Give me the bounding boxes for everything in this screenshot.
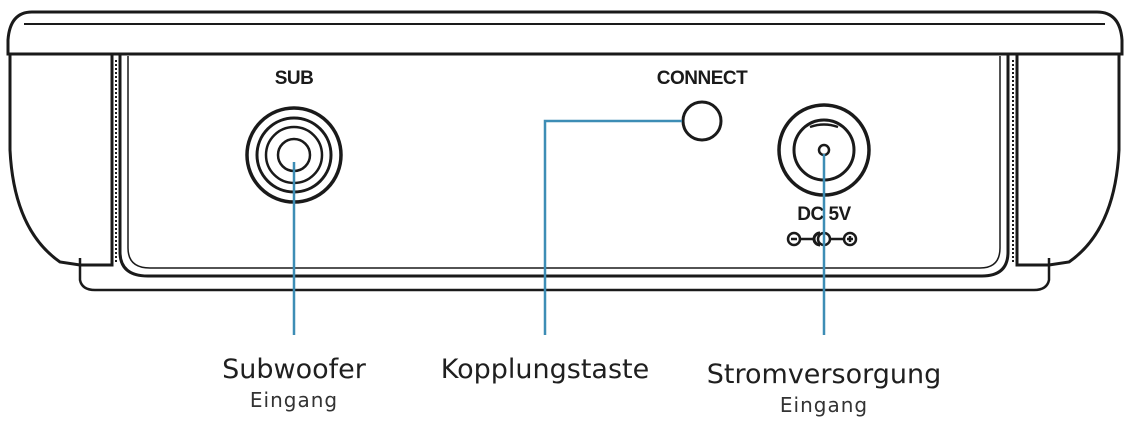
leader-lines [292,119,826,335]
callout-subwoofer-title: Subwoofer [222,354,366,385]
sub-port-label: SUB [275,68,314,89]
device-right-side [999,54,1121,292]
device-lid [6,10,1124,56]
device-panel-face [115,54,1014,292]
polarity-symbol [786,231,858,247]
connect-button-graphic [681,100,723,142]
connect-button-label: CONNECT [657,68,748,89]
leader-line-pairing [543,119,682,335]
callout-pairing: Kopplungstaste [425,354,665,386]
device-left-side [8,54,130,292]
callout-power: Stromversorgung Eingang [694,359,954,419]
callout-subwoofer: Subwoofer Eingang [194,354,394,414]
callout-subwoofer-subtitle: Eingang [249,388,339,412]
callout-pairing-title: Kopplungstaste [440,354,650,385]
callout-power-title: Stromversorgung [706,359,942,390]
callout-power-subtitle: Eingang [779,393,869,417]
